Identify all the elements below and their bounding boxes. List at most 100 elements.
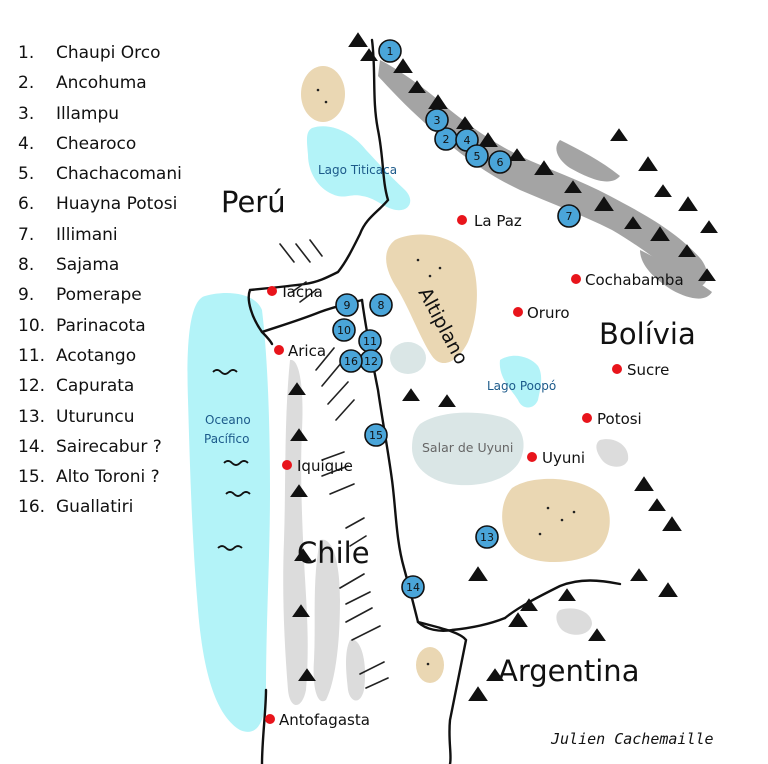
city-potosi: Potosi — [597, 410, 642, 428]
legend-name: Sajama — [56, 255, 120, 276]
peak-legend: 1. Chaupi Orco 2. Ancohuma 3. Illampu 4.Che… — [18, 38, 182, 523]
legend-name: Sairecabur ? — [56, 436, 162, 457]
svg-text:5: 5 — [474, 150, 481, 163]
legend-num: 13. — [18, 406, 46, 427]
legend-name: Illampu — [56, 103, 120, 124]
legend-item: 11. Acotango — [18, 341, 182, 371]
svg-text:7: 7 — [566, 210, 573, 223]
city-la-paz: La Paz — [474, 212, 522, 230]
city-cochabamba: Cochabamba — [585, 271, 684, 289]
legend-name: Illimani — [56, 224, 118, 245]
city-sucre: Sucre — [627, 361, 669, 379]
peak-marker-16: 16 — [339, 349, 363, 373]
peak-marker-11: 11 — [358, 329, 382, 353]
svg-text:10: 10 — [337, 324, 351, 337]
peak-marker-14: 14 — [401, 575, 425, 599]
legend-num: 2. — [18, 73, 35, 94]
legend-name: Chaupi Orco — [56, 43, 161, 63]
city-dot-cochabamba — [571, 274, 581, 284]
legend-num: 6. — [18, 194, 35, 215]
legend-name: Chachacomani — [56, 164, 182, 185]
hatching — [279, 239, 389, 689]
peak-marker-8: 8 — [369, 293, 393, 317]
legend-item: 1. Chaupi Orco — [18, 38, 182, 68]
peak-markers: 1 2 3 4 5 6 7 8 9 10 11 12 13 14 15 16 — [332, 39, 581, 599]
peak-marker-12: 12 — [359, 349, 383, 373]
legend-name: Acotango — [56, 345, 137, 366]
signature: Julien Cachemaille — [550, 730, 714, 748]
legend-item: 8. Sajama — [18, 250, 182, 280]
svg-text:13: 13 — [480, 531, 494, 544]
svg-text:1: 1 — [387, 45, 394, 58]
country-chile: Chile — [297, 536, 370, 570]
city-antofagasta: Antofagasta — [279, 711, 370, 729]
city-dot-potosi — [582, 413, 592, 423]
svg-text:4: 4 — [464, 134, 471, 147]
legend-num: 1. — [18, 43, 35, 63]
legend-num: 9. — [18, 285, 35, 306]
legend-name: Huayna Potosi — [56, 194, 178, 215]
svg-text:8: 8 — [378, 299, 385, 312]
peak-marker-1: 1 — [378, 39, 402, 63]
peak-marker-6: 6 — [488, 150, 512, 174]
city-arica: Arica — [288, 342, 326, 360]
peak-marker-5: 5 — [465, 144, 489, 168]
city-dot-antofagasta — [265, 714, 275, 724]
legend-name: Parinacota — [56, 315, 146, 336]
legend-name: Alto Toroni ? — [56, 467, 160, 488]
pacific-ocean — [187, 292, 270, 732]
ocean-waves — [212, 369, 251, 551]
beige-area-south — [502, 478, 610, 563]
svg-text:16: 16 — [344, 355, 358, 368]
city-dot-la-paz — [457, 215, 467, 225]
city-dot-uyuni — [527, 452, 537, 462]
legend-item: 9.Pomerape — [18, 280, 182, 310]
city-dot-iquique — [282, 460, 292, 470]
legend-num: 3. — [18, 103, 35, 124]
legend-num: 4. — [18, 133, 35, 154]
peak-marker-15: 15 — [364, 423, 388, 447]
legend-num: 15. — [18, 467, 46, 488]
label-salar-de-uyuni: Salar de Uyuni — [422, 440, 513, 455]
legend-item: 7.Illimani — [18, 220, 182, 250]
svg-text:14: 14 — [406, 581, 420, 594]
legend-item: 3. Illampu — [18, 99, 182, 129]
legend-item: 6. Huayna Potosi — [18, 189, 182, 219]
legend-num: 8. — [18, 255, 35, 276]
dots — [316, 88, 576, 666]
city-markers — [265, 215, 622, 724]
city-dot-oruro — [513, 307, 523, 317]
city-dot-tacna — [267, 286, 277, 296]
peak-marker-10: 10 — [332, 318, 356, 342]
borders — [247, 38, 622, 764]
label-ocean-1: Oceano — [205, 413, 251, 427]
city-dot-sucre — [612, 364, 622, 374]
beige-area-north — [301, 66, 345, 122]
peak-marker-9: 9 — [335, 293, 359, 317]
small-lake — [390, 342, 426, 374]
legend-item: 16.Guallatiri — [18, 492, 182, 522]
legend-item: 15. Alto Toroni ? — [18, 462, 182, 492]
legend-num: 16. — [18, 497, 46, 518]
legend-num: 10. — [18, 315, 46, 336]
legend-name: Capurata — [56, 376, 135, 397]
legend-name: Ancohuma — [56, 73, 147, 94]
city-tacna: Tacna — [279, 283, 323, 301]
legend-num: 5. — [18, 164, 35, 185]
light-gray-belts — [283, 359, 629, 705]
legend-item: 13.Uturuncu — [18, 402, 182, 432]
legend-item: 4.Chearoco — [18, 129, 182, 159]
beige-area-small — [416, 647, 444, 683]
legend-num: 11. — [18, 345, 46, 366]
mountain-glyphs — [288, 32, 718, 701]
city-uyuni: Uyuni — [542, 449, 585, 467]
city-oruro: Oruro — [527, 304, 570, 322]
svg-text:15: 15 — [369, 429, 383, 442]
salar-de-uyuni — [412, 412, 524, 486]
country-bolivia: Bolívia — [599, 317, 696, 351]
svg-text:6: 6 — [497, 156, 504, 169]
city-dot-arica — [274, 345, 284, 355]
country-peru: Perú — [221, 185, 286, 219]
